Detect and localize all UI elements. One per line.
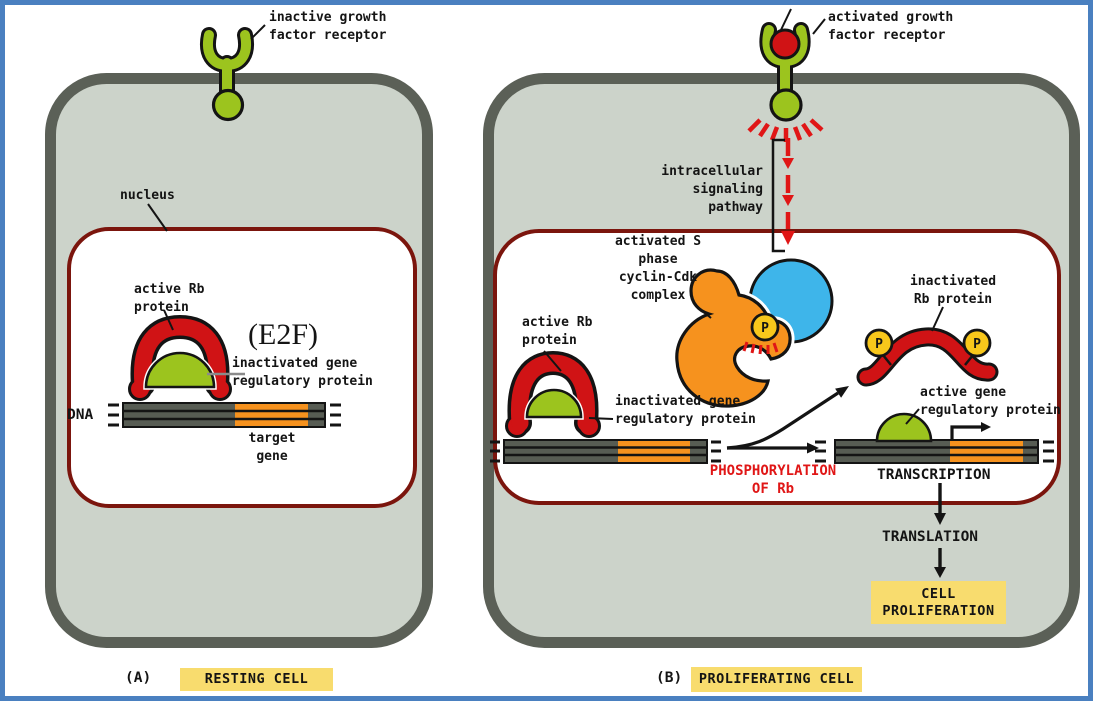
label-transcription: TRANSCRIPTION	[877, 467, 991, 483]
inactive-growth-factor-receptor	[200, 27, 254, 122]
label-e2f: (E2F)	[248, 318, 318, 351]
phosphorylation-arrow	[726, 386, 849, 454]
transcription-start-arrow	[950, 422, 991, 441]
cyclin-cdk-complex: P	[672, 258, 834, 411]
phosphate-letter: P	[973, 337, 981, 352]
signaling-dashed-arrows	[781, 138, 795, 245]
label-inactivated-gene-b: inactivated gene regulatory protein	[615, 394, 756, 427]
dna-a	[108, 402, 341, 428]
label-nucleus: nucleus	[120, 188, 175, 203]
phosphate-letter: P	[875, 337, 883, 352]
diagram-artwork: P	[45, 8, 1080, 648]
dna-b-right	[815, 412, 1054, 464]
label-inactivated-gene-a: inactivated gene regulatory protein	[232, 356, 373, 389]
panel-b-caption: PROLIFERATING CELL	[691, 667, 862, 692]
cell-proliferation-box: CELL PROLIFERATION	[871, 581, 1006, 624]
translation-to-proliferation-arrow	[934, 548, 946, 578]
phosphate-left	[864, 328, 894, 358]
label-dna: DNA	[67, 407, 94, 423]
label-translation: TRANSLATION	[882, 529, 979, 545]
target-gene-segment-a	[235, 403, 308, 427]
phosphate-letter: P	[761, 321, 769, 336]
transcription-to-translation-arrow	[934, 483, 946, 525]
label-active-gene: active gene regulatory protein	[920, 385, 1061, 418]
label-inactive-receptor: inactive growth factor receptor	[269, 10, 387, 43]
label-inactivated-rb: inactivated Rb protein	[909, 274, 997, 307]
target-gene-segment-b2	[950, 440, 1023, 463]
target-gene-segment-b1	[618, 440, 690, 463]
label-active-rb-a: active Rb protein	[134, 282, 205, 315]
growth-factor-ligand	[769, 28, 801, 60]
label-target-gene: target gene	[248, 431, 296, 464]
signaling-bracket	[771, 138, 785, 253]
activation-rays	[747, 118, 824, 142]
kinase-activity-ticks	[742, 341, 779, 355]
panel-a-tag: (A)	[125, 670, 152, 686]
inactivated-rb-protein: P P	[856, 327, 999, 387]
phosphate-on-cdk	[750, 312, 780, 342]
panel-b-tag: (B)	[656, 670, 683, 686]
label-phosphorylation: PHOSPHORYLATION OF Rb	[709, 463, 837, 497]
leader-lines	[147, 8, 944, 425]
label-signaling-pathway: intracellular signaling pathway	[661, 164, 763, 215]
dna-b-left	[490, 439, 721, 464]
label-activated-receptor: activated growth factor receptor	[828, 10, 954, 43]
panel-a-caption: RESTING CELL	[180, 668, 333, 691]
label-active-rb-b: active Rb protein	[522, 315, 593, 348]
nucleus-a	[67, 227, 417, 508]
label-cdk-complex: activated S phase cyclin-Cdk complex	[614, 234, 702, 303]
phosphate-right	[962, 328, 992, 358]
active-rb-protein-a	[128, 314, 232, 401]
active-gene-regulatory-protein	[875, 412, 933, 443]
activated-growth-factor-receptor	[747, 22, 824, 142]
